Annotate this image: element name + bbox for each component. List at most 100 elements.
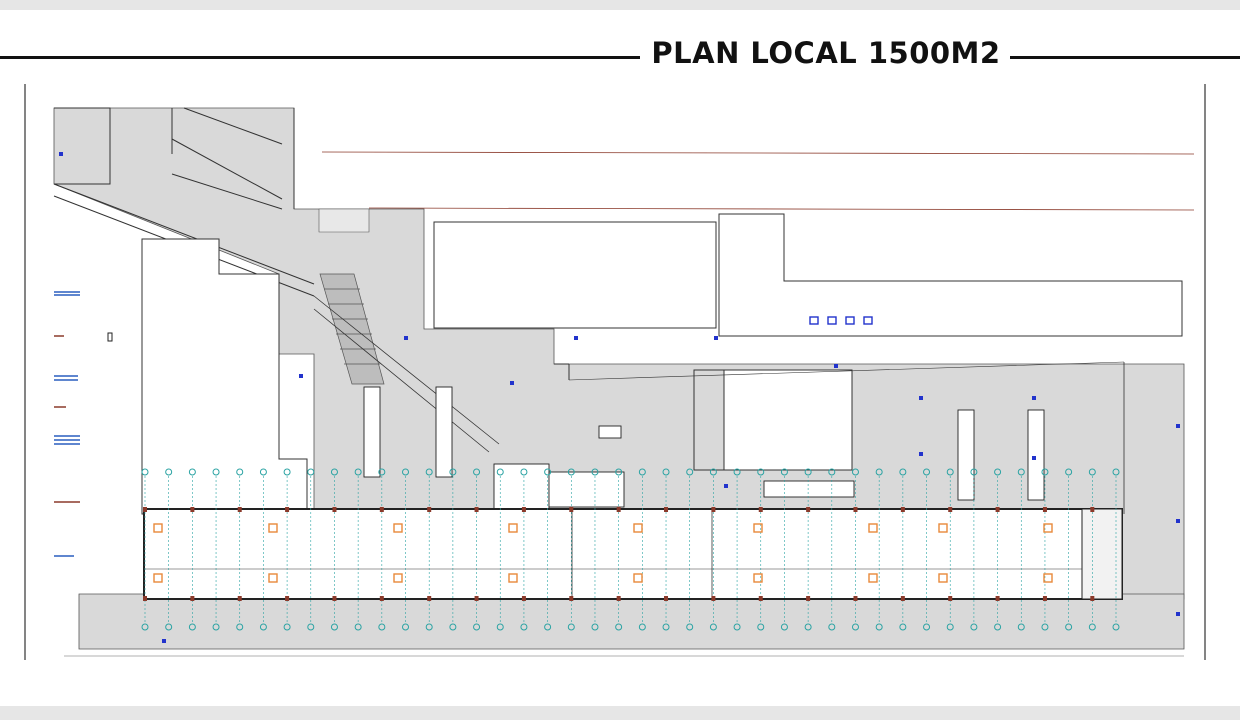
grid-bubble — [1088, 623, 1096, 631]
road-line — [171, 138, 283, 200]
parking-marker — [299, 374, 303, 378]
grid-bubble — [567, 468, 575, 476]
office-block — [548, 471, 625, 508]
grid-bubble — [496, 623, 504, 631]
grid-bubble — [188, 623, 196, 631]
grid-bubble — [402, 468, 410, 476]
column — [900, 507, 905, 512]
stairs-icon — [319, 273, 385, 385]
courtyard — [723, 369, 853, 471]
column — [190, 596, 195, 601]
neighbour-buildings — [141, 213, 1183, 515]
light-fixture — [153, 523, 163, 533]
column — [806, 507, 811, 512]
neighbour-building-right — [718, 213, 1183, 337]
grid-bubble — [165, 468, 173, 476]
light-fixture — [393, 573, 403, 583]
column — [1042, 507, 1047, 512]
grid-bubble — [283, 623, 291, 631]
grid-bubble — [1112, 468, 1120, 476]
column — [1090, 507, 1095, 512]
grid-bubble — [378, 623, 386, 631]
grid-bubble — [1065, 468, 1073, 476]
column — [285, 596, 290, 601]
grid-bubble — [1065, 623, 1073, 631]
grid-bubble — [188, 468, 196, 476]
grid-bubble — [946, 623, 954, 631]
parking-marker — [845, 316, 855, 325]
grid-bubble — [686, 468, 694, 476]
light-fixture — [633, 523, 643, 533]
grid-bubble — [1088, 468, 1096, 476]
grid-bubble — [165, 623, 173, 631]
parking-marker — [1176, 424, 1180, 428]
column — [474, 507, 479, 512]
grid-bubble — [780, 623, 788, 631]
grid-bubble — [330, 623, 338, 631]
light-fixture — [508, 573, 518, 583]
column — [948, 596, 953, 601]
property-line — [368, 207, 1195, 211]
yard-edge — [568, 361, 1125, 381]
grid-bubble — [875, 623, 883, 631]
grid-bubble — [354, 468, 362, 476]
grid-bubble — [473, 468, 481, 476]
column — [285, 507, 290, 512]
grid-bubble — [804, 623, 812, 631]
column — [332, 507, 337, 512]
sign-board — [598, 425, 622, 439]
column — [948, 507, 953, 512]
column — [379, 507, 384, 512]
grid-bubble — [307, 468, 315, 476]
grid-bubble — [449, 623, 457, 631]
grid-bubble — [141, 468, 149, 476]
parking-marker — [834, 364, 838, 368]
loading-dock-icon — [363, 386, 381, 478]
page-title: PLAN LOCAL 1500M2 — [651, 36, 1001, 70]
grid-bubble — [259, 623, 267, 631]
grid-bubble — [615, 468, 623, 476]
access-road — [313, 308, 490, 453]
grid-bubble — [1017, 468, 1025, 476]
column — [900, 596, 905, 601]
column — [853, 596, 858, 601]
grid-bubble — [686, 623, 694, 631]
property-line — [321, 151, 1195, 155]
grid-bubble — [733, 623, 741, 631]
light-fixture — [938, 523, 948, 533]
grid-bubble — [757, 468, 765, 476]
grid-bubble — [994, 468, 1002, 476]
grid-bubble — [899, 623, 907, 631]
parking-marker — [919, 452, 923, 456]
grid-bubble — [544, 623, 552, 631]
grid-bubble — [1041, 623, 1049, 631]
column — [806, 596, 811, 601]
loading-dock-icon — [763, 480, 855, 498]
parking-marker — [863, 316, 873, 325]
grid-bubble — [899, 468, 907, 476]
parking-marker — [404, 336, 408, 340]
bottom-band — [0, 706, 1240, 720]
column — [427, 507, 432, 512]
column — [664, 507, 669, 512]
grid-bubble — [662, 468, 670, 476]
grid-bubble — [402, 623, 410, 631]
column — [427, 596, 432, 601]
grid-bubble — [544, 468, 552, 476]
parking-marker-icon — [59, 152, 1180, 643]
top-band — [0, 0, 1240, 10]
column — [616, 596, 621, 601]
parking-marker — [1176, 612, 1180, 616]
column — [143, 507, 147, 512]
column — [853, 507, 858, 512]
grid-bubble — [378, 468, 386, 476]
light-fixture — [753, 573, 763, 583]
column — [758, 596, 763, 601]
parking-marker — [1032, 396, 1036, 400]
grid-bubble — [1017, 623, 1025, 631]
street-edge-left — [54, 107, 111, 185]
road-line — [171, 173, 283, 210]
floor-plan-drawing — [24, 84, 1206, 660]
technical-room — [1081, 508, 1123, 600]
parking-marker — [59, 152, 63, 156]
